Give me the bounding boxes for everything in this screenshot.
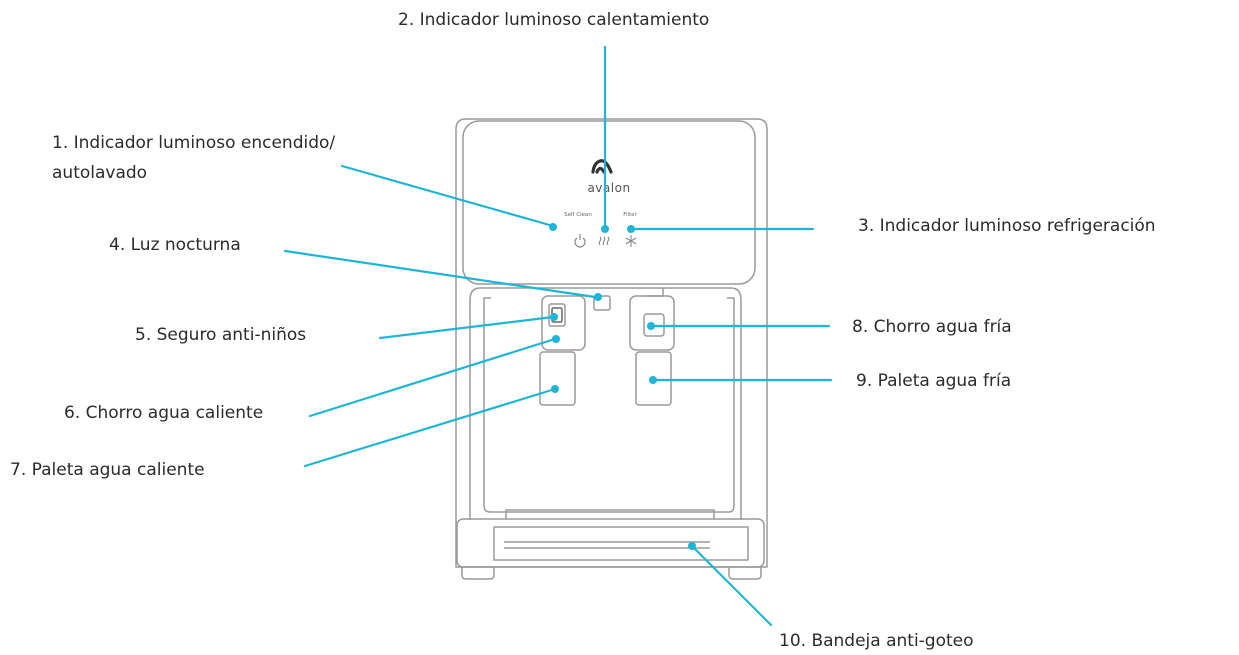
child-lock-slot	[548, 303, 566, 327]
marker-dot-2	[601, 225, 609, 233]
cold-faucet-top	[646, 288, 664, 297]
label-drip-tray: 10. Bandeja anti-goteo	[779, 631, 974, 651]
marker-dot-7	[551, 385, 559, 393]
avalon-logo-icon	[591, 159, 613, 174]
marker-dot-6	[552, 335, 560, 343]
marker-dot-3	[627, 225, 635, 233]
label-indicator-cooling: 3. Indicador luminoso refrigeración	[858, 216, 1156, 236]
marker-dot-10	[688, 542, 696, 550]
drip-tray-lip	[505, 509, 715, 519]
marker-dot-5	[550, 313, 558, 321]
label-night-light: 4. Luz nocturna	[109, 235, 241, 255]
leader-line-1	[340, 164, 555, 228]
brand-name: avalon	[587, 181, 630, 195]
snowflake-icon	[625, 235, 637, 247]
foot-left	[461, 567, 495, 580]
drip-tray-front	[493, 526, 749, 561]
label-hot-paddle: 7. Paleta agua caliente	[10, 460, 205, 480]
night-light	[593, 295, 611, 311]
hot-faucet-housing	[541, 295, 586, 351]
marker-dot-8	[647, 322, 655, 330]
leader-line-4	[283, 249, 597, 299]
dispenser-body	[455, 118, 768, 568]
label-hot-nozzle: 6. Chorro agua caliente	[64, 403, 264, 423]
self-clean-label: Self Clean	[564, 212, 592, 218]
label-indicator-power-line2: autolavado	[52, 163, 148, 183]
cold-paddle	[635, 351, 672, 406]
leader-line-5	[378, 315, 555, 340]
heat-waves-icon	[598, 236, 610, 246]
control-panel	[462, 120, 756, 285]
label-indicator-power-line1: 1. Indicador luminoso encendido/	[52, 133, 336, 153]
dispensing-inner	[483, 297, 735, 513]
cold-faucet-housing	[629, 295, 675, 351]
filter-label: Filter	[623, 212, 637, 218]
power-icon	[574, 234, 586, 248]
marker-dot-1	[549, 223, 557, 231]
leader-line-6	[308, 337, 557, 418]
leader-line-10	[690, 544, 773, 627]
label-cold-nozzle: 8. Chorro agua fría	[852, 317, 1012, 337]
drip-tray-outline	[456, 518, 765, 568]
label-indicator-heating: 2. Indicador luminoso calentamiento	[398, 10, 710, 30]
label-child-lock: 5. Seguro anti-niños	[135, 325, 307, 345]
label-cold-paddle: 9. Paleta agua fría	[856, 371, 1012, 391]
marker-dot-4	[594, 293, 602, 301]
hot-paddle	[539, 351, 576, 406]
marker-dot-9	[649, 376, 657, 384]
dispensing-area	[469, 287, 742, 520]
leader-line-7	[303, 387, 557, 468]
foot-right	[728, 567, 762, 580]
